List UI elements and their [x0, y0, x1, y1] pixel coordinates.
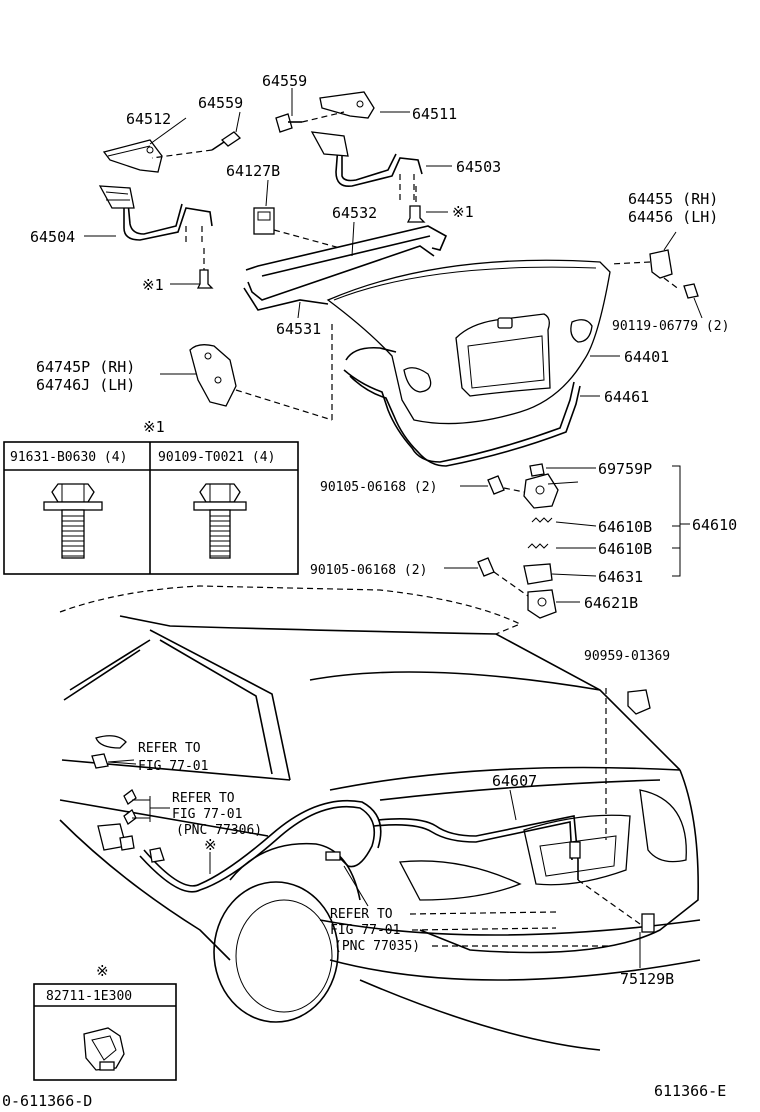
- trunk-lid-64401[interactable]: [326, 259, 611, 425]
- label-64559-left: 64559: [198, 94, 243, 112]
- refer-star: ※: [204, 836, 217, 854]
- label-64621b: 64621B: [584, 594, 638, 612]
- label-90105-lower: 90105-06168 (2): [310, 563, 427, 578]
- footer-right-code: 611366-E: [654, 1082, 726, 1100]
- spring-64610b-upper[interactable]: [531, 517, 553, 523]
- hinge-bracket-64512[interactable]: [102, 139, 163, 173]
- bolt-64559-top[interactable]: [275, 113, 293, 133]
- label-64512: 64512: [126, 110, 171, 128]
- label-64511: 64511: [412, 105, 457, 123]
- refer1-line1: REFER TO: [138, 741, 201, 756]
- footer-left-code: 0-611366-D: [2, 1092, 92, 1110]
- clip-82711-icon: [83, 1027, 125, 1071]
- refer1-line2: FIG 77-01: [138, 759, 208, 774]
- label-star1-left: ※1: [142, 276, 164, 294]
- label-64559-top: 64559: [262, 72, 307, 90]
- label-64607: 64607: [492, 772, 537, 790]
- hinge-assembly: [98, 88, 426, 289]
- screw-90105-upper[interactable]: [487, 475, 505, 495]
- label-64610b-lower: 64610B: [598, 540, 652, 558]
- refer3-line3: (PNC 77035): [334, 939, 420, 954]
- label-75129b: 75129B: [620, 970, 674, 988]
- label-64456: 64456 (LH): [628, 208, 718, 226]
- lock-body-64610[interactable]: [523, 473, 559, 509]
- label-64532: 64532: [332, 204, 377, 222]
- screw-90119[interactable]: [683, 283, 699, 299]
- label-64401: 64401: [624, 348, 669, 366]
- leader-lines: [84, 111, 703, 968]
- striker-64621b[interactable]: [527, 589, 557, 619]
- label-69759p: 69759P: [598, 460, 652, 478]
- label-64745p: 64745P (RH): [36, 358, 135, 376]
- clip-90959[interactable]: [605, 688, 651, 840]
- refer2-line1: REFER TO: [172, 791, 235, 806]
- label-64610: 64610: [692, 516, 737, 534]
- hinge-cover-64745p[interactable]: [189, 322, 333, 421]
- hinge-arm-64503[interactable]: [317, 137, 423, 188]
- hinge-arm-64504[interactable]: [103, 189, 213, 241]
- hinge-bracket-64511[interactable]: [319, 91, 375, 119]
- fastener-table: ※1 91631-B0630 (4) 90109-T0021 (4): [3, 418, 299, 575]
- label-64503: 64503: [456, 158, 501, 176]
- part-labels: 64559 64559 64512 64511 64503 64127B 645…: [30, 72, 737, 988]
- cover-64631[interactable]: [523, 563, 553, 585]
- label-64746j: 64746J (LH): [36, 376, 135, 394]
- label-90119: 90119-06779 (2): [612, 319, 729, 334]
- bumper-64455[interactable]: [609, 249, 699, 299]
- screw-90105-lower[interactable]: [477, 557, 495, 577]
- bolt-star1-right[interactable]: [406, 205, 426, 223]
- torsion-bars[interactable]: [243, 225, 448, 311]
- label-star1-right: ※1: [452, 203, 474, 221]
- clip-64127b[interactable]: [253, 207, 341, 249]
- label-64631: 64631: [598, 568, 643, 586]
- fastener-col2-label: 90109-T0021 (4): [158, 450, 275, 465]
- label-90959: 90959-01369: [584, 649, 670, 664]
- spring-64610b-lower[interactable]: [527, 543, 549, 549]
- torsion-bar-64532[interactable]: [245, 225, 448, 271]
- bolt-star1-left[interactable]: [196, 269, 214, 289]
- weatherstrip-64461[interactable]: [343, 346, 581, 467]
- clip-69759p[interactable]: [529, 463, 545, 477]
- label-64455: 64455 (RH): [628, 190, 718, 208]
- release-cable-64607[interactable]: [139, 799, 641, 925]
- label-64127b: 64127B: [226, 162, 280, 180]
- fastener-col1-label: 91631-B0630 (4): [10, 450, 127, 465]
- label-90105-upper: 90105-06168 (2): [320, 480, 437, 495]
- bolt-91631-icon: [43, 483, 103, 559]
- bolt-64559-left[interactable]: [220, 131, 242, 147]
- cap-75129b[interactable]: [641, 913, 655, 933]
- bolt-90109-icon: [193, 483, 247, 559]
- refer2-line3: (PNC 77306): [176, 823, 262, 838]
- refer3-line2: FIG 77-01: [330, 923, 400, 938]
- refer3-line1: REFER TO: [330, 907, 393, 922]
- door-side-parts[interactable]: [91, 753, 165, 863]
- label-64531: 64531: [276, 320, 321, 338]
- clip-table: ※ 82711-1E300: [33, 962, 177, 1081]
- refer2-line2: FIG 77-01: [172, 807, 242, 822]
- clip-table-marker: ※: [96, 962, 109, 980]
- label-64610b-upper: 64610B: [598, 518, 652, 536]
- label-64461: 64461: [604, 388, 649, 406]
- fastener-table-marker: ※1: [143, 418, 165, 436]
- torsion-bar-64531[interactable]: [247, 245, 435, 301]
- clip-table-part-label: 82711-1E300: [46, 989, 132, 1004]
- refer-labels: REFER TO FIG 77-01 REFER TO FIG 77-01 (P…: [138, 741, 610, 954]
- label-64504: 64504: [30, 228, 75, 246]
- lock-assembly: [477, 463, 579, 619]
